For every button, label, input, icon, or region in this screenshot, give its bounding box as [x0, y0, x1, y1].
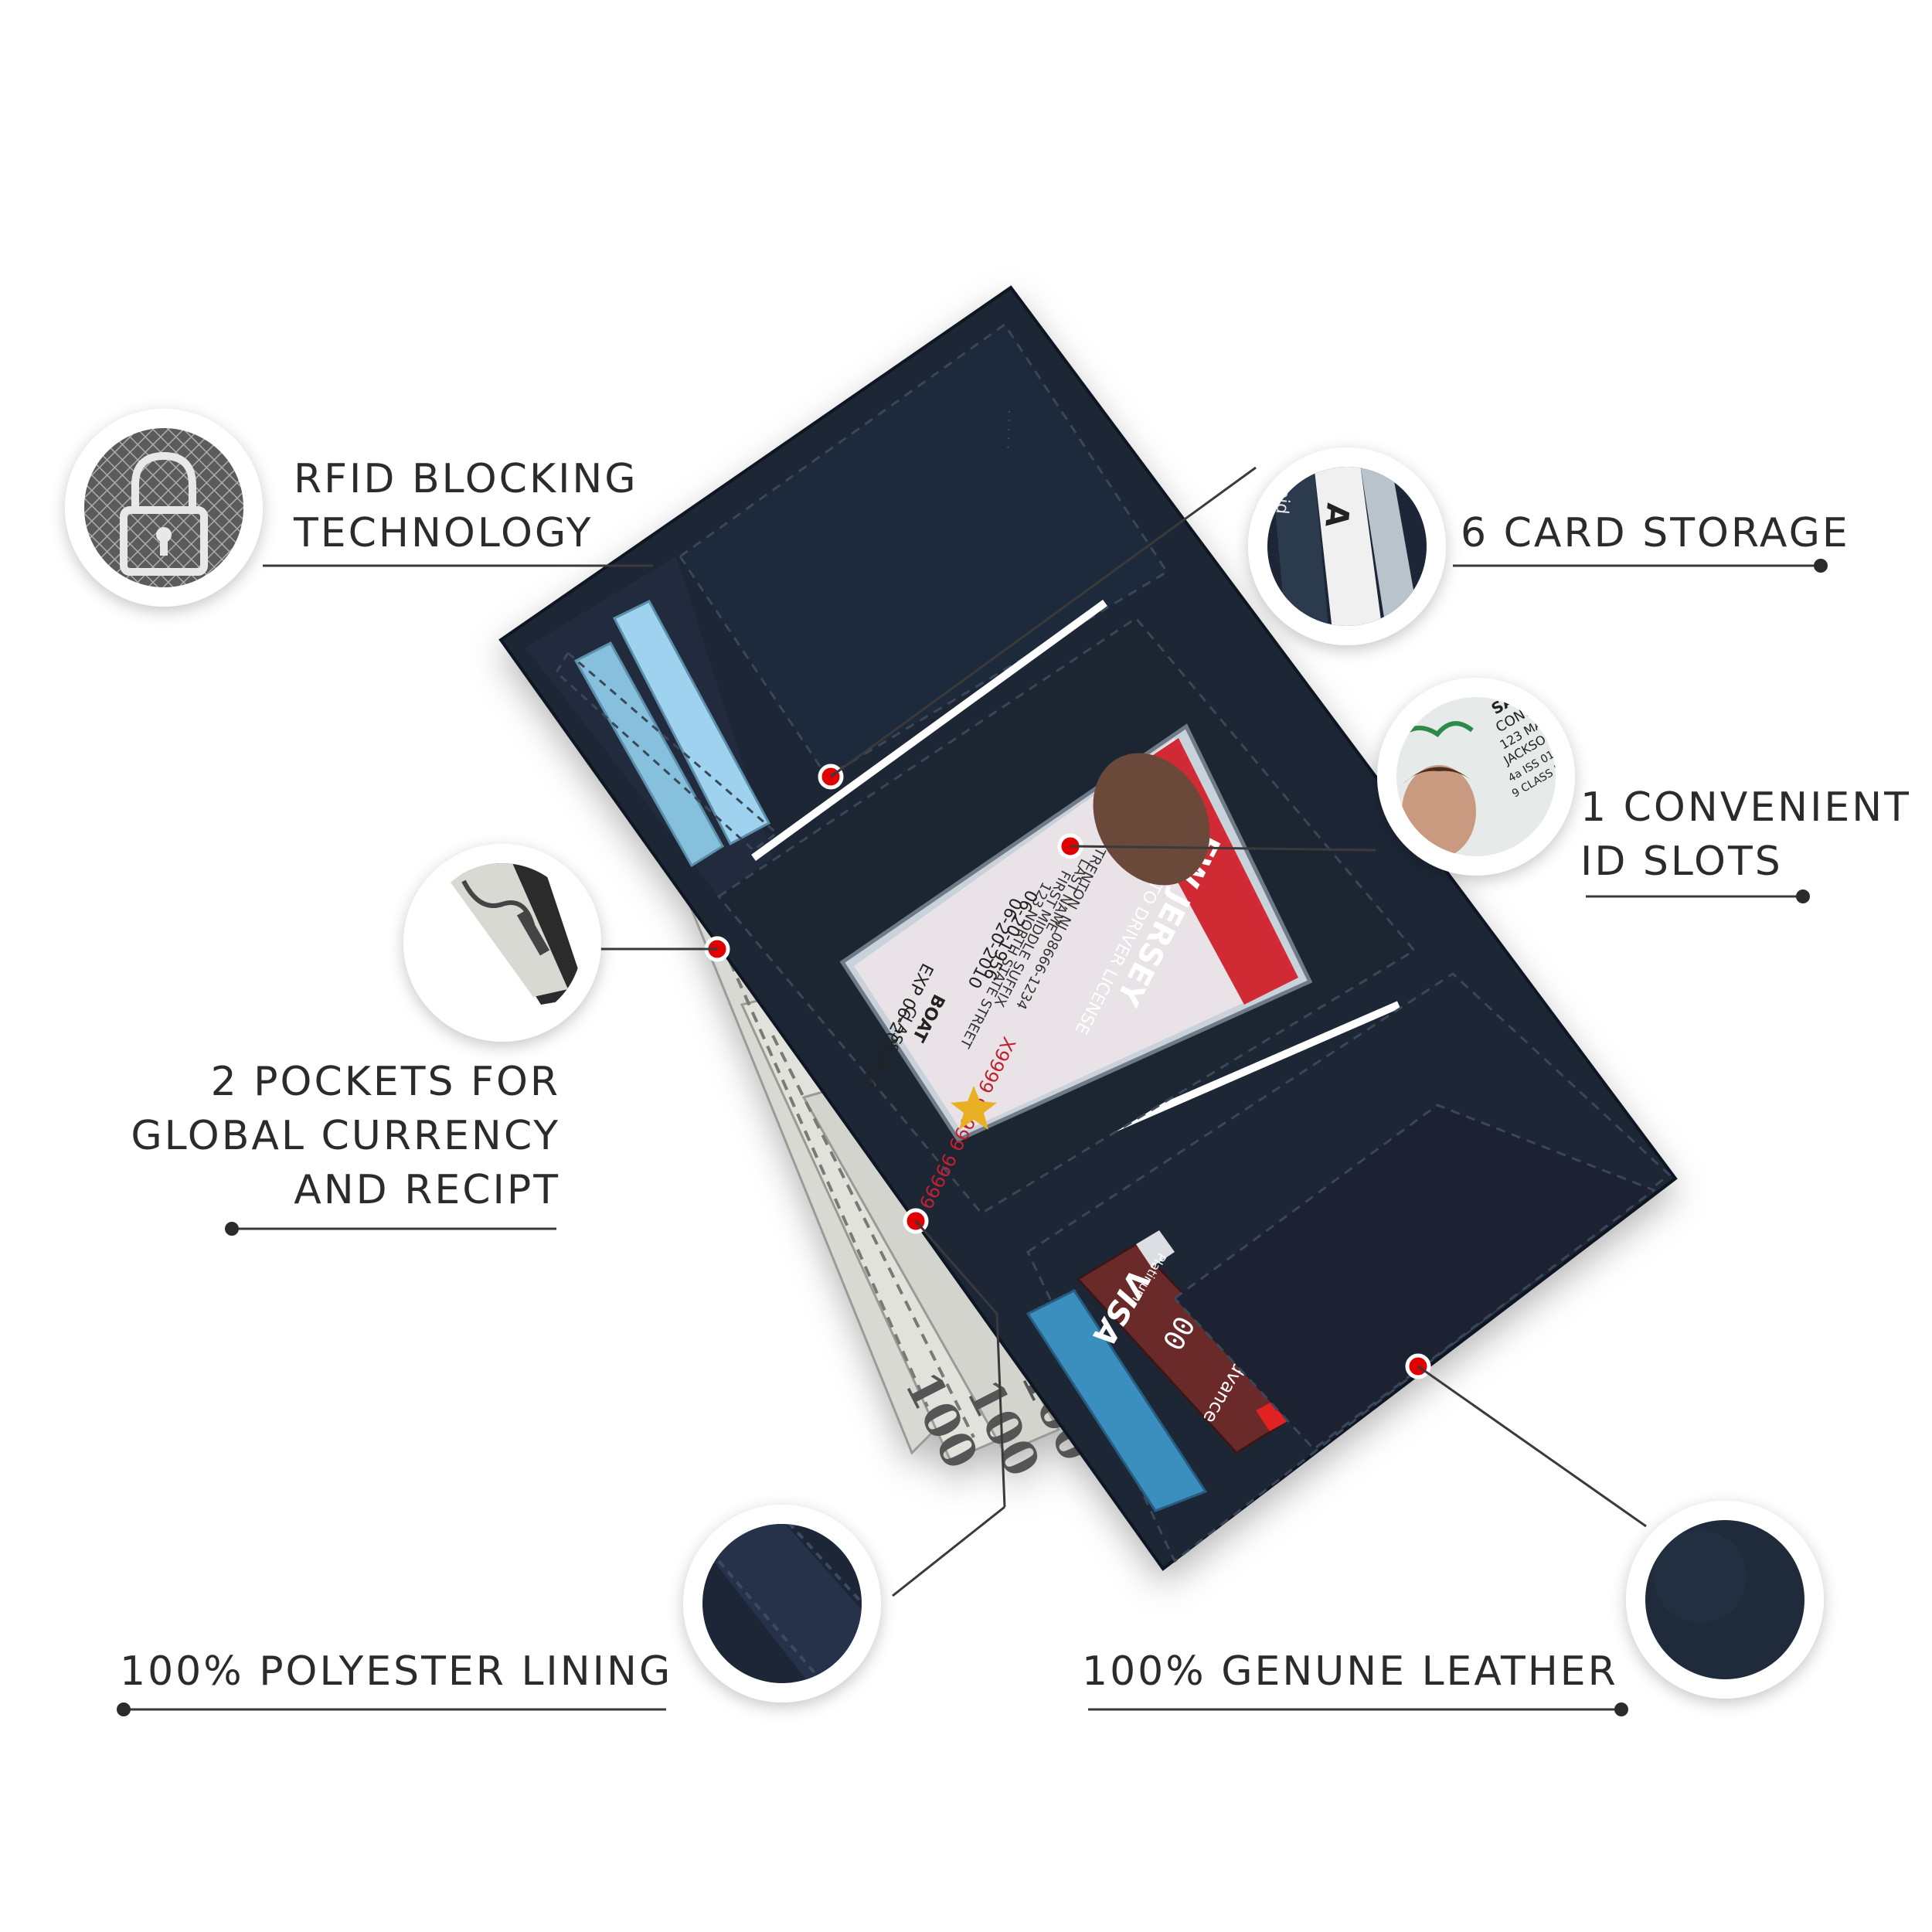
callout-id: 1 CONVENIENT ID SLOTS [1580, 781, 1911, 889]
card-slots-closeup: A ioid [1248, 447, 1446, 645]
wallet: 100 100 100 EW JERSEY AUTO DRIVER LICENS… [498, 285, 1678, 1571]
callout-lining-line1: 100% POLYESTER LINING [120, 1648, 673, 1695]
callout-pockets: 2 POCKETS FOR GLOBAL CURRENCY AND RECIPT [131, 1055, 560, 1217]
leader-dots [117, 559, 1828, 1716]
callout-leather-line1: 100% GENUNE LEATHER [1082, 1648, 1618, 1695]
callout-pockets-line2: GLOBAL CURRENCY [131, 1113, 560, 1159]
rfid-lock-icon [65, 409, 263, 607]
lining-closeup [683, 1505, 881, 1702]
callout-cards-line1: 6 CARD STORAGE [1461, 510, 1850, 556]
callout-pockets-line3: AND RECIPT [294, 1167, 560, 1213]
callout-lining: 100% POLYESTER LINING [120, 1645, 672, 1699]
callout-pockets-line1: 2 POCKETS FOR [210, 1059, 560, 1105]
id-photo-closeup: SAMPLE CONNOR M. 123 MAIN ST. JACKSON, M… [1377, 678, 1575, 876]
card-slot-card-1 [573, 641, 724, 868]
callout-id-line2: ID SLOTS [1580, 838, 1783, 885]
wallet-top-flap [678, 322, 1169, 779]
card-slot-card-2 [612, 600, 771, 846]
callout-id-line1: 1 CONVENIENT [1580, 784, 1911, 831]
card-letter: A [1318, 502, 1355, 529]
callout-leather: 100% GENUNE LEATHER [1082, 1645, 1618, 1699]
drivers-license: EW JERSEY AUTO DRIVER LICENSE X9999 9999… [854, 738, 1298, 1213]
leader-lines [124, 466, 1821, 1711]
bottom-card-blue [1026, 1289, 1208, 1512]
bank-logo-icon [1256, 1400, 1289, 1431]
license-star-icon [951, 1086, 997, 1130]
callout-cards: 6 CARD STORAGE [1461, 506, 1850, 560]
leather-closeup [1626, 1501, 1824, 1699]
banknote-closeup [403, 844, 601, 1042]
callout-rfid: RFID BLOCKING TECHNOLOGY [294, 452, 638, 560]
svg-text:. . . . .: . . . . . [1003, 410, 1021, 450]
callout-rfid-line1: RFID BLOCKING [294, 456, 638, 502]
callout-rfid-line2: TECHNOLOGY [294, 510, 594, 556]
